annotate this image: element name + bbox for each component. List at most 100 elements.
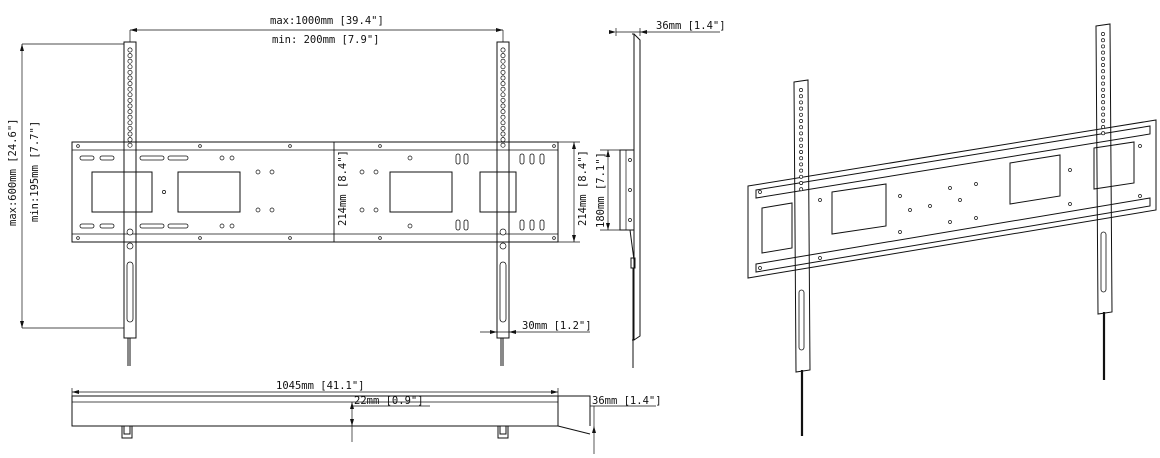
mount-hole — [127, 97, 133, 103]
mount-hole — [500, 92, 506, 98]
plate-height-center-label: 214mm [8.4"] — [337, 150, 349, 226]
mount-hole — [127, 131, 133, 137]
mount-hole — [799, 174, 804, 179]
mount-hole — [1101, 94, 1106, 98]
mount-hole — [799, 106, 803, 111]
plate-hole — [1068, 168, 1072, 172]
perspective-plate — [747, 119, 1157, 279]
mount-hole — [127, 81, 133, 87]
perspective-left-arm — [793, 79, 811, 373]
width-max-label: max:1000mm [39.4"] — [270, 15, 384, 27]
mount-hole — [127, 69, 133, 75]
mount-hole — [500, 103, 506, 109]
mount-hole — [799, 187, 804, 192]
mount-hole — [127, 103, 133, 109]
plate-hole — [818, 256, 822, 260]
mount-hole — [799, 119, 804, 123]
plate-hole — [898, 194, 902, 198]
mount-hole — [799, 125, 804, 130]
mount-hole — [127, 86, 133, 92]
top-view: 1045mm [41.1"] 22mm [0.9"] 36mm [1.4"] — [71, 380, 662, 454]
mount-hole — [799, 137, 804, 142]
mount-hole — [127, 142, 133, 148]
plate-hole — [974, 182, 978, 186]
mount-hole — [1101, 112, 1106, 117]
top-depth-label: 36mm [1.4"] — [592, 395, 662, 407]
mount-hole — [1101, 56, 1105, 61]
top-gap-label: 22mm [0.9"] — [354, 395, 424, 407]
plate-hole — [818, 198, 822, 202]
mount-hole — [1101, 81, 1106, 86]
mount-hole — [1101, 118, 1106, 123]
mount-hole — [799, 100, 803, 105]
plate-hole — [758, 266, 762, 270]
mount-hole — [799, 181, 804, 185]
wall-plate — [71, 141, 559, 243]
plate-hole — [948, 186, 952, 190]
mount-hole — [1101, 32, 1105, 36]
side-view: 36mm [1.4"] 180mm [7.1"] — [595, 20, 726, 368]
plate-hole — [908, 208, 912, 212]
mount-hole — [127, 120, 133, 126]
mount-hole — [1101, 38, 1105, 43]
mount-hole — [1101, 100, 1106, 105]
mount-hole — [127, 137, 133, 143]
mount-hole — [500, 125, 506, 131]
mount-hole — [127, 114, 133, 120]
plate-holes — [76, 144, 556, 240]
mount-hole — [500, 114, 506, 120]
plate-hole — [948, 220, 952, 224]
mount-hole — [1101, 131, 1106, 136]
front-view: max:1000mm [39.4"] min: 200mm [7.9"] max… — [7, 15, 592, 366]
mount-hole — [799, 94, 803, 99]
plate-hole — [928, 204, 932, 208]
mount-hole — [127, 53, 133, 59]
mount-hole — [500, 86, 506, 92]
mount-hole — [500, 120, 506, 126]
mount-hole — [127, 92, 133, 98]
perspective-view — [747, 23, 1157, 436]
top-length-label: 1045mm [41.1"] — [276, 380, 365, 392]
mount-hole — [500, 137, 506, 143]
mount-hole — [1101, 106, 1106, 111]
mount-hole — [799, 168, 804, 173]
plate-hole — [1138, 194, 1142, 198]
mount-hole — [127, 109, 133, 115]
mount-hole — [500, 142, 506, 148]
plate-hole — [974, 216, 978, 220]
side-depth-label: 36mm [1.4"] — [656, 20, 726, 32]
mount-hole — [1101, 50, 1105, 55]
plate-hole — [758, 190, 762, 194]
mount-hole — [500, 97, 506, 103]
mount-hole — [127, 47, 133, 53]
mount-hole — [500, 75, 506, 81]
plate-height-right-label: 214mm [8.4"] — [577, 150, 589, 226]
mount-hole — [799, 156, 804, 161]
mount-hole — [500, 131, 506, 137]
mount-hole — [799, 150, 804, 154]
height-min-label: min:195mm [7.7"] — [29, 121, 41, 222]
mount-hole — [500, 64, 506, 70]
plate-hole — [898, 230, 902, 234]
mount-hole — [127, 75, 133, 81]
plate-hole — [1138, 144, 1142, 148]
mount-hole — [127, 125, 133, 131]
mount-hole — [1101, 87, 1106, 92]
mount-hole — [500, 53, 506, 59]
mount-hole — [1101, 69, 1106, 74]
mount-hole — [500, 109, 506, 115]
right-arm — [496, 41, 510, 366]
mount-hole — [127, 64, 133, 70]
mount-hole — [799, 112, 803, 117]
mount-hole — [500, 81, 506, 87]
mount-hole — [1101, 44, 1105, 49]
mount-hole — [799, 131, 804, 136]
mount-hole — [799, 88, 803, 92]
height-max-label: max:600mm [24.6"] — [7, 119, 19, 226]
mount-hole — [500, 58, 506, 64]
mount-hole — [1101, 63, 1106, 67]
mount-hole — [1101, 75, 1106, 80]
bracket-height-label: 180mm [7.1"] — [595, 152, 607, 228]
mount-hole — [500, 69, 506, 75]
